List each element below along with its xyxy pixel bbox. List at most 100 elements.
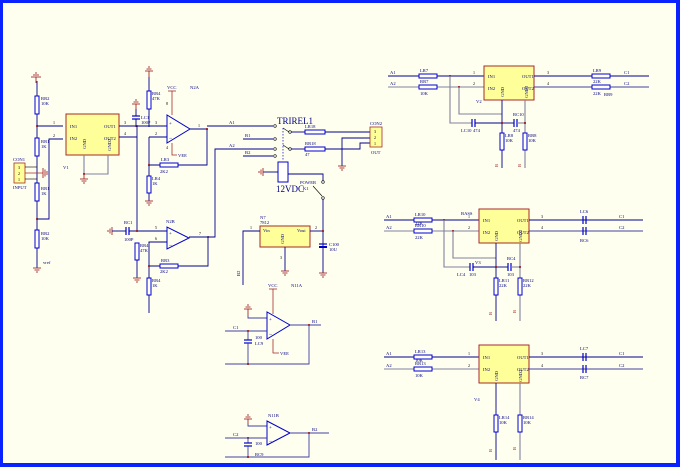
opamp-section: RR4 47K LC1 100P 3 2 + − N2A VCC 8 4 VEE xyxy=(107,66,273,313)
chip-pin-label: GND xyxy=(82,138,87,149)
connector-label: INPUT xyxy=(13,185,27,190)
net-label: A2 xyxy=(386,225,392,230)
net-label: A1 xyxy=(386,351,392,356)
resistor-rr14 xyxy=(517,414,523,433)
resistor-lr4 xyxy=(146,175,152,194)
chip-v3[interactable] xyxy=(478,208,530,244)
chip-pin-label: IN1 xyxy=(483,355,491,360)
connector-designator: CON1 xyxy=(13,157,26,162)
resistor-designator: RR18 xyxy=(305,141,316,146)
opamp-n11a[interactable] xyxy=(266,311,291,340)
resistor-rr3 xyxy=(159,263,179,269)
resistor-designator: RR4 xyxy=(152,91,161,96)
pin-number: 2 xyxy=(315,225,317,230)
ground-symbol xyxy=(133,277,141,283)
svg-text:+: + xyxy=(169,232,172,237)
svg-text:1: 1 xyxy=(468,214,470,219)
resistor-designator: RR1 xyxy=(41,139,50,144)
resistor-rr12 xyxy=(517,277,523,296)
capacitor-value: 100P xyxy=(124,237,134,242)
vcc-label: VCC xyxy=(268,283,277,288)
regulator-pin-label: GND xyxy=(280,233,285,244)
ground-symbol xyxy=(132,99,140,109)
svg-text:6: 6 xyxy=(155,236,157,241)
resistor-designator: RR2 xyxy=(41,231,50,236)
net-label: B xyxy=(517,164,522,167)
capacitor-designator: LC1 xyxy=(141,115,150,120)
resistor-designator: LR14 xyxy=(499,415,510,420)
chip-designator: V3 xyxy=(475,260,481,265)
chip-pin-label: OUT1 xyxy=(517,355,529,360)
svg-text:4: 4 xyxy=(166,145,168,150)
svg-text:4: 4 xyxy=(541,225,543,230)
chip-designator: V2 xyxy=(476,99,482,104)
ground-symbol xyxy=(281,270,289,276)
output-connector[interactable] xyxy=(369,126,383,148)
chip-v2[interactable] xyxy=(483,65,535,101)
resistor-value: 22K xyxy=(593,91,602,96)
net-label: C2 xyxy=(624,81,630,86)
resistor-designator: RR9 xyxy=(604,92,613,97)
resistor-value: 10K xyxy=(499,420,508,425)
resistor-designator: LR11 xyxy=(499,278,510,283)
resistor-value: 10K xyxy=(41,101,50,106)
resistor-value: 22K xyxy=(523,283,532,288)
net-label: C2 xyxy=(619,225,625,230)
svg-text:2: 2 xyxy=(468,363,470,368)
svg-text:4: 4 xyxy=(541,363,543,368)
regulator-pin-label: Vout xyxy=(297,228,306,233)
ground-symbol xyxy=(107,227,113,235)
svg-text:3: 3 xyxy=(541,351,543,356)
resistor-rr2-bottom xyxy=(34,229,40,249)
resistor-lr11 xyxy=(493,277,499,296)
net-label: C1 xyxy=(624,70,630,75)
chip-v4[interactable] xyxy=(478,344,530,384)
resistor-rr4 xyxy=(146,90,152,110)
resistor-value: 1K xyxy=(41,144,47,149)
chip-pin-label: OUT1 xyxy=(104,124,116,129)
chip-pin-label: GND2 xyxy=(524,85,529,98)
svg-text:1: 1 xyxy=(468,351,470,356)
chip-pin-label: IN1 xyxy=(70,124,78,129)
net-label: A1 xyxy=(386,214,392,219)
resistor-value: 10K xyxy=(415,373,424,378)
chip-v1[interactable] xyxy=(65,113,120,156)
opamp-designator: N11A xyxy=(291,283,303,288)
resistor-value: 1K xyxy=(41,191,47,196)
svg-text:2: 2 xyxy=(468,225,470,230)
chip-pin-label: OUT2 xyxy=(517,367,529,372)
resistor-value: 47K xyxy=(152,96,161,101)
opamp-n11b[interactable] xyxy=(266,420,292,446)
chip-pin-label: IN2 xyxy=(483,367,491,372)
net-label: A2 xyxy=(386,363,392,368)
resistor-value: 1K xyxy=(152,283,158,288)
chip-pin-label: IN1 xyxy=(483,218,491,223)
capacitor-designator: RC6 xyxy=(580,238,589,243)
ground-symbol xyxy=(338,165,346,171)
svg-text:5: 5 xyxy=(155,225,157,230)
regulator-section: N7 7812 Vin Vout GND 1 B2 2 3 C100 10U xyxy=(236,215,340,285)
svg-text:2: 2 xyxy=(473,81,475,86)
resistor-designator: RR10 xyxy=(415,223,426,228)
chip-pin-label: OUT1 xyxy=(522,74,534,79)
regulator-pin-label: Vin xyxy=(263,228,270,233)
connector-pin: 3 xyxy=(18,165,20,170)
filter-channel-v2: A1 A2 LR7 RR7 10K 1 2 LC10 474 RC10 474 … xyxy=(388,65,649,168)
capacitor-value: 100 xyxy=(255,335,263,340)
ground-symbol xyxy=(145,66,153,77)
svg-text:−: − xyxy=(169,243,173,249)
resistor-lr18 xyxy=(304,129,326,135)
chip-pin-label: GND2 xyxy=(107,138,112,151)
net-label: B xyxy=(494,164,499,167)
chip-pin-label: OUT1 xyxy=(517,218,529,223)
vee-label: VEE xyxy=(178,153,187,158)
input-section: RR2 10K RR1 1K RR1 1K RR2 10K vref 1 2 C… xyxy=(13,72,137,273)
resistor-designator: LR7 xyxy=(420,68,429,73)
ground-symbol xyxy=(80,174,88,184)
ground-symbol xyxy=(31,72,41,83)
opamp-n2b[interactable] xyxy=(166,226,191,250)
resistor-value: 2K2 xyxy=(160,269,169,274)
resistor-designator: RR4 xyxy=(152,278,161,283)
opamp-n2a[interactable] xyxy=(166,114,191,144)
resistor-rr13 xyxy=(413,366,433,372)
